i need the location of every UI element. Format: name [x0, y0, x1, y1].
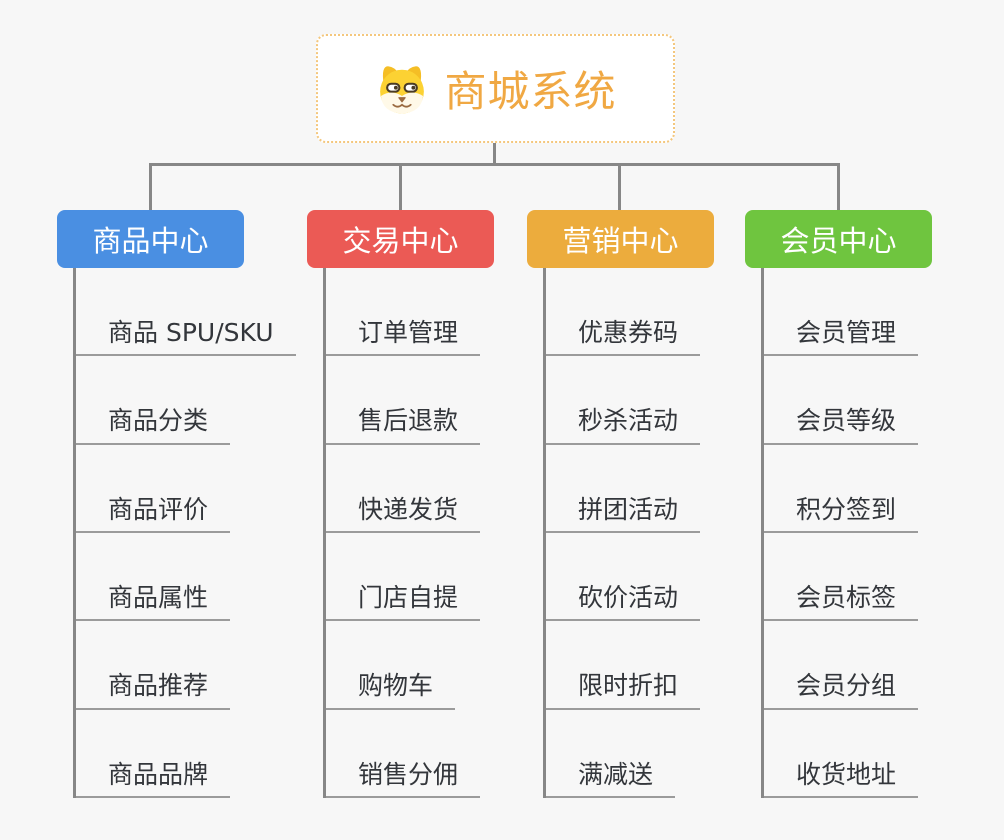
branch-header-trade-center[interactable]: 交易中心	[307, 210, 494, 268]
branch-header-label: 营销中心	[562, 224, 679, 258]
doge-icon	[380, 65, 425, 113]
connector-drop-member	[837, 166, 840, 210]
leaf-node[interactable]: 订单管理	[326, 317, 481, 357]
leaf-node[interactable]: 拼团活动	[546, 494, 701, 533]
branch-header-product-center[interactable]: 商品中心	[57, 210, 244, 268]
leaf-node[interactable]: 限时折扣	[546, 670, 701, 710]
connector-drop-marketing	[618, 166, 621, 210]
connector-drop-trade	[399, 166, 402, 210]
leaf-node[interactable]: 积分签到	[764, 494, 919, 533]
leaf-node[interactable]: 满减送	[546, 759, 676, 798]
connector-drop-product	[149, 166, 152, 210]
leaf-node[interactable]: 快递发货	[326, 494, 481, 533]
leaf-node[interactable]: 购物车	[326, 670, 456, 710]
branch-column-product: 商品 SPU/SKU 商品分类 商品评价 商品属性 商品推荐 商品品牌	[73, 268, 306, 798]
leaf-node[interactable]: 秒杀活动	[546, 405, 701, 445]
leaf-node[interactable]: 会员等级	[764, 405, 919, 445]
connector-horizontal-bar	[149, 163, 840, 166]
leaf-node[interactable]: 砍价活动	[546, 582, 701, 622]
leaf-node[interactable]: 会员标签	[764, 582, 919, 622]
root-node-mall-system[interactable]: 商城系统	[316, 34, 675, 143]
branch-header-label: 会员中心	[780, 224, 897, 258]
leaf-node[interactable]: 优惠券码	[546, 317, 701, 357]
branch-column-trade: 订单管理 售后退款 快递发货 门店自提 购物车 销售分佣	[323, 268, 556, 798]
leaf-node[interactable]: 商品推荐	[76, 670, 231, 710]
leaf-node[interactable]: 商品分类	[76, 405, 231, 445]
root-title: 商城系统	[444, 67, 617, 116]
branch-column-marketing: 优惠券码 秒杀活动 拼团活动 砍价活动 限时折扣 满减送	[543, 268, 776, 798]
connector-root-stem	[493, 143, 496, 165]
branch-header-marketing-center[interactable]: 营销中心	[527, 210, 714, 268]
leaf-node[interactable]: 门店自提	[326, 582, 481, 622]
branch-header-label: 商品中心	[92, 224, 209, 258]
leaf-node[interactable]: 销售分佣	[326, 759, 481, 798]
leaf-node[interactable]: 商品评价	[76, 494, 231, 533]
leaf-node[interactable]: 会员分组	[764, 670, 919, 710]
leaf-node[interactable]: 收货地址	[764, 759, 919, 798]
leaf-node[interactable]: 商品品牌	[76, 759, 231, 798]
branch-header-label: 交易中心	[342, 224, 459, 258]
leaf-node[interactable]: 会员管理	[764, 317, 919, 357]
branch-column-member: 会员管理 会员等级 积分签到 会员标签 会员分组 收货地址	[761, 268, 994, 798]
branch-header-member-center[interactable]: 会员中心	[745, 210, 932, 268]
leaf-node[interactable]: 商品 SPU/SKU	[76, 317, 296, 357]
leaf-node[interactable]: 商品属性	[76, 582, 231, 622]
leaf-node[interactable]: 售后退款	[326, 405, 481, 445]
